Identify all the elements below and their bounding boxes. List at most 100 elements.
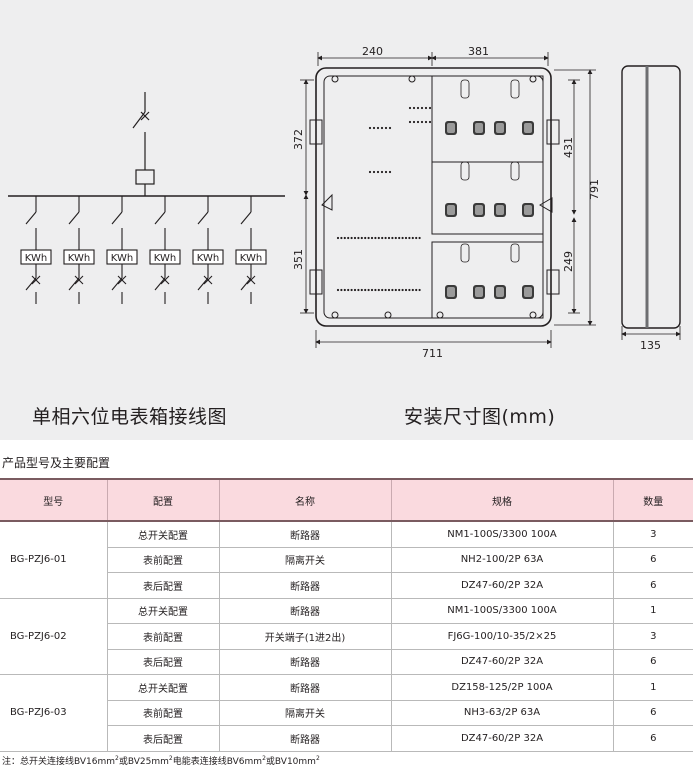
footnote: 注：总开关连接线BV16mm2或BV25mm2电能表连接线BV6mm2或BV10… [2, 755, 320, 767]
breaker-symbol [460, 79, 470, 99]
branch-group: KWh KWh KWh KWh KWh KWh [20, 196, 267, 304]
table-row: 表后配置 断路器 DZ47-60/2P 32A 6 [0, 572, 693, 599]
qty-cell: 6 [612, 572, 693, 599]
meter-symbol [522, 121, 534, 135]
side-outline [621, 65, 681, 329]
header-name: 名称 [218, 478, 392, 522]
name-cell: 断路器 [218, 572, 392, 599]
header-spec: 规格 [390, 478, 614, 522]
section-title: 产品型号及主要配置 [2, 456, 111, 470]
branch-circuit: KWh [20, 196, 52, 304]
branch-circuit: KWh [106, 196, 138, 304]
dim-top-right: 381 [468, 45, 489, 58]
table-row: BG-PZJ6-03 总开关配置 断路器 DZ158-125/2P 100A 1 [0, 674, 693, 752]
qty-cell: 6 [612, 725, 693, 752]
meter-symbol [473, 121, 485, 135]
dim-right-lower: 249 [562, 251, 575, 272]
name-cell: 开关端子(1进2出) [218, 623, 392, 650]
meter-symbol [522, 203, 534, 217]
config-cell: 表后配置 [107, 648, 220, 675]
breaker-symbol [460, 243, 470, 263]
meter-symbol [445, 121, 457, 135]
name-cell: 断路器 [218, 520, 392, 548]
hinge-left-top [309, 119, 323, 145]
table-row: 表前配置 隔离开关 NH3-63/2P 63A 6 [0, 699, 693, 726]
qty-cell: 6 [612, 699, 693, 726]
meter-panel-top [431, 75, 544, 163]
spec-cell: DZ47-60/2P 32A [390, 725, 614, 752]
config-cell: 表前配置 [107, 623, 220, 650]
config-cell: 总开关配置 [106, 597, 220, 624]
meter-symbols [445, 79, 534, 299]
hinge-left-bottom [309, 269, 323, 295]
table-row: 表后配置 断路器 DZ47-60/2P 32A 6 [0, 725, 693, 752]
config-cell: 表前配置 [107, 546, 220, 573]
main-breaker-box [135, 169, 155, 185]
meter-symbol [473, 285, 485, 299]
meter-panel-middle [431, 161, 544, 235]
install-dimension-caption: 安装尺寸图(mm) [404, 406, 556, 428]
dimension-labels: 240 381 372 351 431 249 791 711 135 [292, 45, 661, 360]
branch-circuit: KWh [149, 196, 181, 304]
spec-table: 型号 配置 名称 规格 数量 BG-PZJ6-01 总开关配置 断路器 NM1-… [0, 478, 693, 752]
breaker-symbol [460, 161, 470, 181]
table-header-row: 型号 配置 名称 规格 数量 [0, 478, 693, 522]
qty-cell: 3 [612, 623, 693, 650]
model-cell: BG-PZJ6-03 [0, 674, 108, 752]
meter-label: KWh [197, 253, 219, 264]
header-config: 配置 [106, 478, 220, 522]
table-row: BG-PZJ6-01 总开关配置 断路器 NM1-100S/3300 100A … [0, 520, 693, 599]
dim-left-upper: 372 [292, 129, 305, 150]
meter-label: KWh [240, 253, 262, 264]
drawings: KWh KWh KWh KWh KWh KWh [8, 45, 681, 360]
meter-panel-bottom [431, 241, 544, 319]
dim-depth: 135 [640, 339, 661, 352]
meter-symbol [494, 285, 506, 299]
branch-circuit: KWh [192, 196, 224, 304]
enclosure-outline [315, 67, 552, 327]
meter-label: KWh [154, 253, 176, 264]
breaker-symbol [510, 161, 520, 181]
meter-symbol [522, 285, 534, 299]
table-row: BG-PZJ6-02 总开关配置 断路器 NM1-100S/3300 100A … [0, 597, 693, 675]
enclosure-side-view [621, 65, 681, 329]
meter-label: KWh [25, 253, 47, 264]
name-cell: 断路器 [218, 674, 392, 701]
figure-area: KWh KWh KWh KWh KWh KWh [0, 0, 693, 440]
breaker-symbol [510, 79, 520, 99]
qty-cell: 1 [612, 674, 693, 701]
dim-top-left: 240 [362, 45, 383, 58]
spec-cell: NH2-100/2P 63A [390, 546, 614, 573]
branch-circuit: KWh [235, 196, 267, 304]
name-cell: 断路器 [218, 597, 392, 624]
spec-cell: DZ47-60/2P 32A [390, 572, 614, 599]
meter-symbol [445, 203, 457, 217]
spec-cell: FJ6G-100/10-35/2×25 [390, 623, 614, 650]
qty-cell: 3 [612, 520, 693, 548]
spec-cell: NM1-100S/3300 100A [390, 597, 614, 624]
meter-label: KWh [68, 253, 90, 264]
branch-circuit: KWh [63, 196, 95, 304]
name-cell: 隔离开关 [218, 699, 392, 726]
name-cell: 断路器 [218, 725, 392, 752]
header-qty: 数量 [612, 478, 693, 522]
enclosure-front-view [309, 67, 560, 327]
config-cell: 总开关配置 [106, 674, 220, 701]
spec-cell: NM1-100S/3300 100A [390, 520, 614, 548]
meter-label: KWh [111, 253, 133, 264]
meter-symbol [494, 203, 506, 217]
model-cell: BG-PZJ6-01 [0, 520, 108, 599]
dim-overall-height: 791 [588, 179, 601, 200]
meter-symbol [445, 285, 457, 299]
dim-overall-width: 711 [422, 347, 443, 360]
table-row: 表前配置 隔离开关 NH2-100/2P 63A 6 [0, 546, 693, 573]
terminal-dots [336, 106, 432, 292]
hinge-right-top [546, 119, 560, 145]
qty-cell: 1 [612, 597, 693, 624]
hinge-right-bottom [546, 269, 560, 295]
header-model: 型号 [0, 478, 108, 522]
meter-symbol [494, 121, 506, 135]
config-cell: 表后配置 [107, 725, 220, 752]
config-cell: 表后配置 [107, 572, 220, 599]
dim-right-upper: 431 [562, 137, 575, 158]
